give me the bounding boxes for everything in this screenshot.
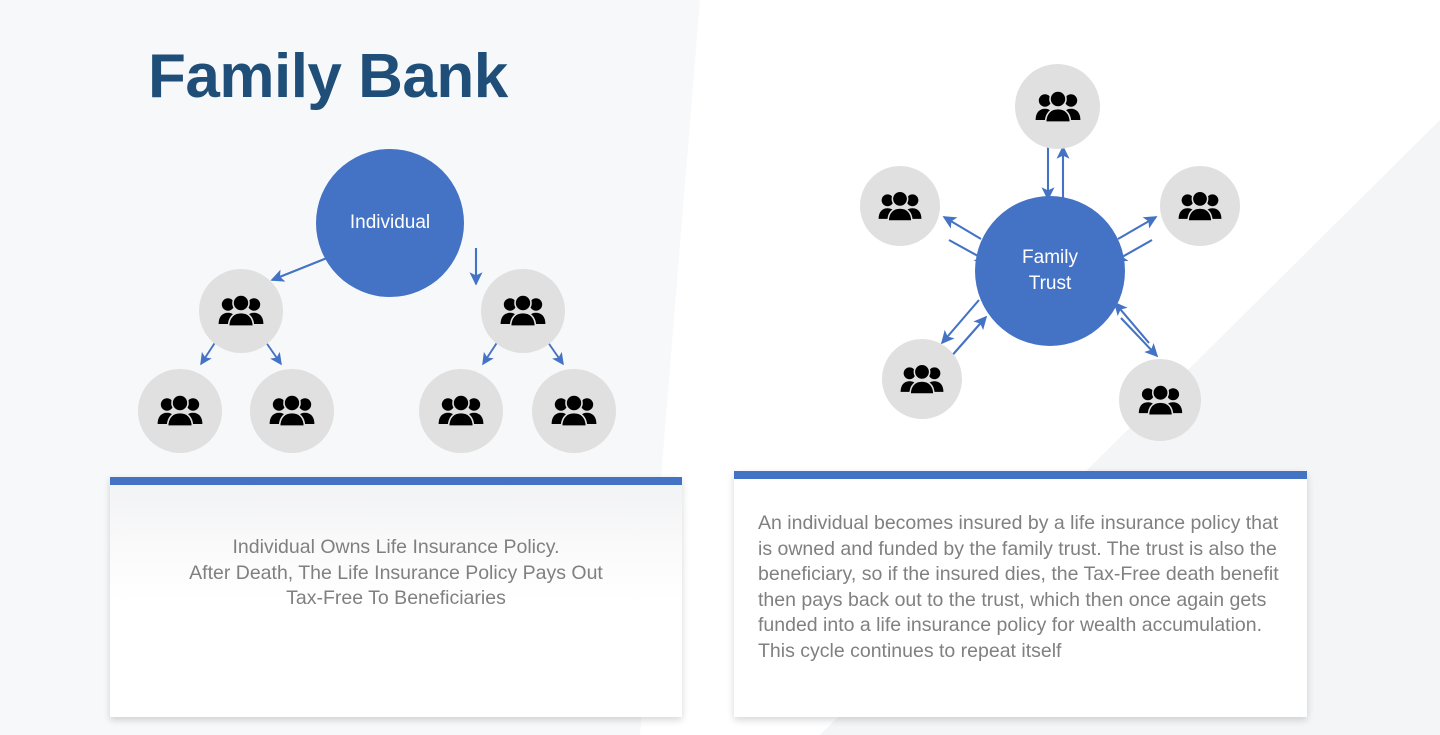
people-group-icon	[1138, 384, 1182, 416]
individual-policy-card-text: Individual Owns Life Insurance Policy. A…	[110, 485, 682, 632]
people-group-icon	[500, 295, 546, 327]
family-trust-hub-node[interactable]: Family Trust	[975, 196, 1125, 346]
left-leaf-node-4[interactable]	[532, 369, 616, 453]
individual-policy-card: Individual Owns Life Insurance Policy. A…	[110, 477, 682, 717]
people-group-icon	[218, 295, 264, 327]
people-group-icon	[900, 363, 944, 395]
people-group-icon	[878, 190, 922, 222]
right-lower-right-node[interactable]	[1119, 359, 1201, 441]
right-upper-left-node[interactable]	[860, 166, 940, 246]
left-leaf-node-1[interactable]	[138, 369, 222, 453]
card-accent-bar-left	[110, 477, 682, 485]
individual-hub-label: Individual	[349, 212, 431, 234]
left-leaf-node-2[interactable]	[250, 369, 334, 453]
family-trust-hub-label: Family Trust	[1022, 247, 1078, 294]
people-group-icon	[157, 395, 203, 427]
people-group-icon	[438, 395, 484, 427]
left-mid-node-1[interactable]	[199, 269, 283, 353]
right-upper-right-node[interactable]	[1160, 166, 1240, 246]
left-mid-node-2[interactable]	[481, 269, 565, 353]
individual-hub-node[interactable]: Individual	[316, 149, 464, 297]
people-group-icon	[269, 395, 315, 427]
family-trust-description-card: An individual becomes insured by a life …	[734, 471, 1307, 717]
people-group-icon	[1178, 190, 1222, 222]
people-group-icon	[551, 395, 597, 427]
right-top-node[interactable]	[1015, 64, 1100, 149]
page-title: Family Bank	[148, 42, 508, 111]
left-leaf-node-3[interactable]	[419, 369, 503, 453]
right-lower-left-node[interactable]	[882, 339, 962, 419]
card-accent-bar-right	[734, 471, 1307, 479]
family-trust-description-card-text: An individual becomes insured by a life …	[758, 512, 1279, 662]
people-group-icon	[1035, 90, 1080, 123]
